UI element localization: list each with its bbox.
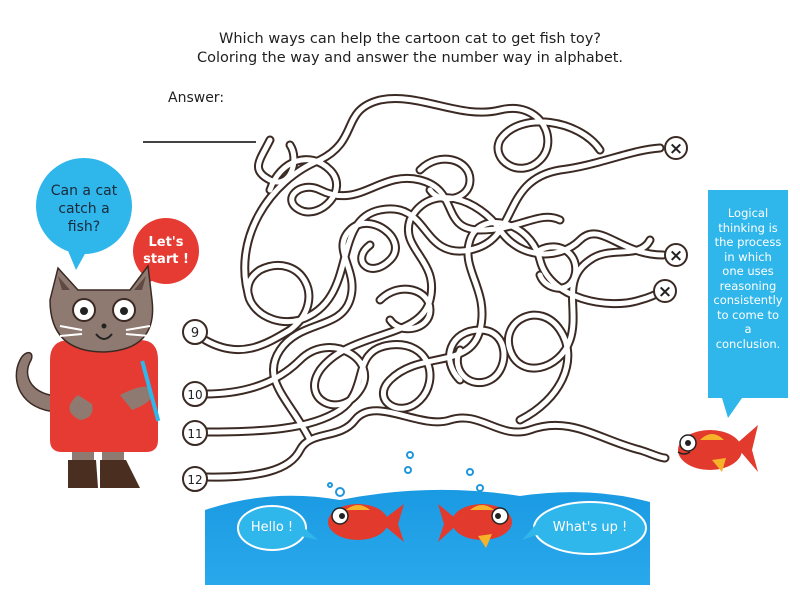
whats-up-text: What's up !: [552, 520, 628, 535]
logic-box: [708, 190, 788, 418]
start-11[interactable]: 11: [182, 420, 208, 446]
cat-question-bubble: [36, 158, 132, 270]
start-9[interactable]: 9: [182, 319, 208, 345]
bubbles-decoration: [327, 451, 484, 497]
whats-up-bubble: [522, 501, 647, 555]
logic-text: Logical thinking is the process in which…: [713, 206, 783, 351]
instructions: Which ways can help the cartoon cat to g…: [150, 30, 670, 68]
start-12[interactable]: 12: [182, 466, 208, 492]
start-10-label: 10: [187, 388, 202, 402]
end-x-2[interactable]: ×: [664, 243, 688, 267]
instruction-line-2: Coloring the way and answer the number w…: [196, 50, 624, 66]
end-x-3[interactable]: ×: [653, 279, 677, 303]
lets-start-text: Let's start !: [143, 235, 189, 267]
cat-character: [15, 264, 161, 488]
end-x-3-icon: ×: [658, 282, 672, 302]
cat-question-text: Can a cat catch a fish?: [50, 183, 118, 235]
end-x-2-icon: ×: [669, 246, 683, 266]
end-x-1-icon: ×: [669, 139, 683, 159]
instruction-line-1: Which ways can help the cartoon cat to g…: [219, 31, 601, 47]
answer-label: Answer:: [168, 90, 225, 106]
water-fish-left: [328, 504, 404, 542]
water-fish-right: [438, 504, 512, 548]
start-11-label: 11: [187, 427, 202, 441]
water-pool: [205, 489, 650, 585]
hello-bubble: [237, 505, 318, 551]
start-9-label: 9: [191, 326, 199, 341]
maze-paths: [200, 94, 670, 482]
goal-fish: [677, 425, 758, 472]
hello-text: Hello !: [250, 520, 294, 535]
start-10[interactable]: 10: [182, 381, 208, 407]
answer-line[interactable]: [143, 141, 256, 143]
start-12-label: 12: [187, 473, 202, 487]
end-x-1[interactable]: ×: [664, 136, 688, 160]
